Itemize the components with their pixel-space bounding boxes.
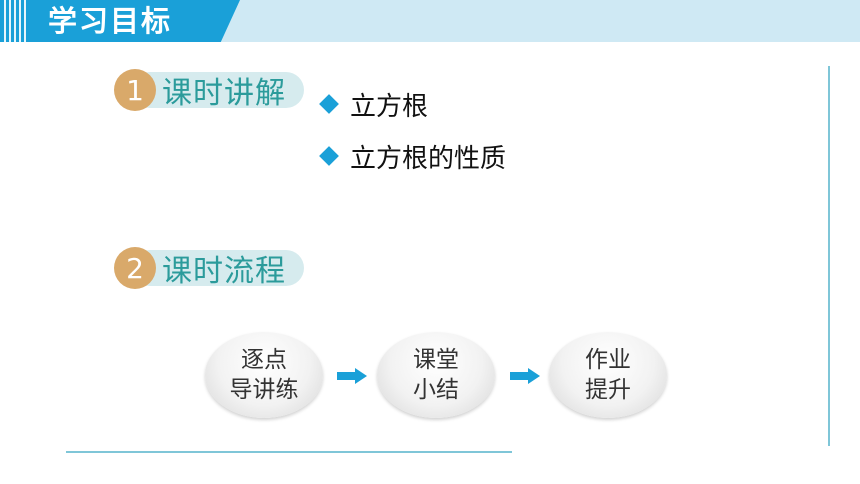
- page-title: 学习目标: [48, 4, 173, 38]
- section-process: 2 课时流程: [114, 247, 304, 289]
- section-label: 课时讲解: [162, 76, 286, 111]
- topic-text: 立方根的性质: [350, 143, 507, 174]
- flow-step-line: 课堂: [413, 347, 459, 373]
- flow-step-bubble: 作业 提升: [549, 332, 667, 418]
- topic-list: 立方根 立方根的性质: [318, 78, 506, 182]
- section-number-badge: 1: [114, 69, 156, 111]
- right-arrow-icon: [337, 368, 367, 384]
- topic-item: 立方根: [318, 78, 506, 130]
- topic-text: 立方根: [350, 91, 429, 122]
- header-tab: [0, 0, 240, 42]
- diamond-bullet-icon: [319, 146, 339, 166]
- section-number-badge: 2: [114, 247, 156, 289]
- flow-step-line: 小结: [413, 377, 459, 403]
- diamond-bullet-icon: [319, 94, 339, 114]
- horizontal-divider: [66, 451, 512, 453]
- header-stripes-decoration: [4, 0, 26, 42]
- section-label: 课时流程: [162, 254, 286, 289]
- vertical-divider: [828, 66, 830, 446]
- flow-step-bubble: 课堂 小结: [377, 332, 495, 418]
- process-flow: 逐点 导讲练 课堂 小结 作业 提升: [205, 332, 675, 422]
- flow-step-bubble: 逐点 导讲练: [205, 332, 323, 418]
- section-pill: [132, 72, 304, 108]
- flow-step-line: 提升: [585, 377, 631, 403]
- topic-item: 立方根的性质: [318, 130, 506, 182]
- flow-step-line: 作业: [585, 347, 631, 373]
- flow-step-line: 逐点: [241, 347, 287, 373]
- section-pill: [132, 250, 304, 286]
- flow-step-line: 导讲练: [229, 377, 299, 403]
- section-lecture: 1 课时讲解: [114, 69, 304, 111]
- right-arrow-icon: [510, 368, 540, 384]
